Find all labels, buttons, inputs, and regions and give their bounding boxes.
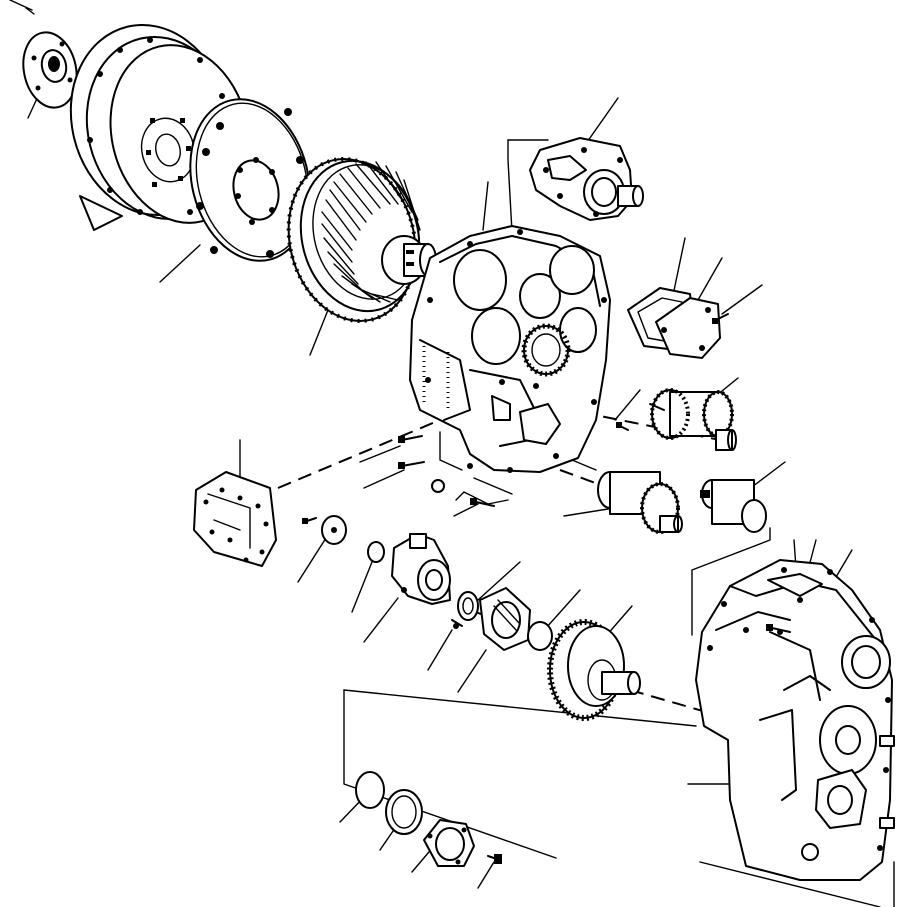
- converter-housing: [409, 225, 611, 473]
- seal: [321, 515, 347, 545]
- o-ring: [367, 541, 385, 563]
- case-cover: [423, 819, 475, 867]
- o-ring-2: [527, 621, 553, 651]
- case-gasket: [355, 771, 423, 835]
- assembly-brackets: [343, 139, 895, 907]
- clutch-pack-small: [700, 479, 767, 533]
- control-valve: [193, 471, 277, 567]
- cover-plate: [655, 297, 721, 359]
- torque-converter: [286, 157, 437, 323]
- flex-plate: [189, 98, 311, 262]
- flex-plate-hub: [22, 7, 78, 109]
- clutch-shaft-upper: [649, 388, 737, 451]
- pump-assembly: [529, 137, 644, 221]
- bearing-retainer: [391, 533, 451, 605]
- bearing-cage: [451, 587, 531, 651]
- cover-bolt: [712, 313, 729, 324]
- shim: [457, 591, 479, 621]
- clutch-shaft-lower: [597, 471, 683, 534]
- transmission-case: [695, 559, 895, 881]
- cover-bolt-2: [487, 854, 502, 864]
- output-gear: [547, 619, 641, 721]
- bolt: [302, 422, 629, 524]
